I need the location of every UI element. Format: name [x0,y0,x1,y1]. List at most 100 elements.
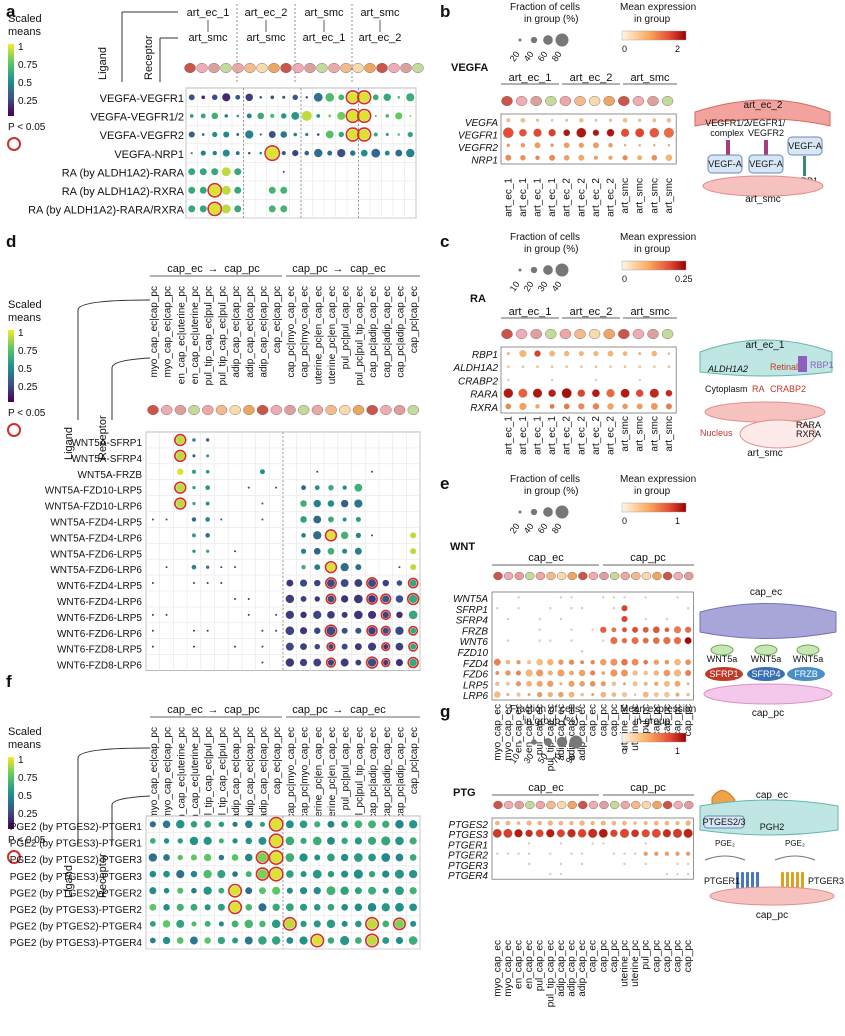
expression-bubble [568,691,575,698]
gene-label: PTGER3 [448,861,488,872]
interaction-dot [280,186,288,194]
legend-fraction-title: Fraction of cells [510,474,580,485]
interaction-dot [162,820,171,829]
target-cell-label: art_ec_1 [303,32,346,44]
interaction-dot [301,564,306,570]
column-label: cap_pc [683,940,694,972]
expression-bubble [526,820,532,826]
tissue-icon [352,405,365,415]
legend-scaled-title: means [8,312,42,324]
interaction-dot [176,435,185,445]
interaction-dot [325,92,335,102]
interaction-row-label: PGE2 (by PTGES3)-PTGER3 [10,872,143,883]
significance-ring [310,933,325,948]
expression-bubble [505,670,511,676]
column-label: art_ec_1 [518,178,529,217]
diagram-enzyme-label: PTGES2/3 [702,817,745,827]
interaction-dot [190,821,198,828]
interaction-dot [299,936,308,945]
column-label: cap_pc [651,704,662,736]
size-legend-dot [518,268,522,272]
receptor-stalk [726,140,730,158]
diagram-metabolite-label: PGH2 [760,822,785,832]
interaction-dot [234,566,237,569]
gene-label: WNT5A [453,594,488,605]
interaction-dot [338,131,344,138]
interaction-dot [394,919,404,929]
interaction-dot [220,582,223,585]
interaction-dot [382,937,390,944]
significance-ring [268,849,284,865]
interaction-dot [341,627,348,634]
colorbar-tick: 0.5 [18,364,32,375]
column-label: art_smc [620,178,631,214]
gene-label: FZD4 [463,659,488,670]
expression-bubble [676,872,679,876]
legend-scaled-title: Scaled [8,299,42,311]
column-label: cap_pc [651,940,662,972]
expression-bubble [593,155,598,160]
interaction-dot [176,483,185,492]
interaction-dot [300,516,307,523]
column-label: cap_ec|cap_pc [272,286,283,353]
group-label: cap_pc [630,782,666,794]
interaction-dot [410,548,417,555]
interaction-dot [245,837,253,845]
diagram-ligand-label: WNT5a [793,654,824,664]
tissue-icon [673,800,683,810]
expression-bubble [652,626,660,634]
interaction-dot [176,870,185,879]
tissue-icon [503,800,514,810]
column-label: cap_ec [588,704,599,736]
interaction-dot [410,532,417,539]
heat-colorbar [621,30,687,41]
gpcr-helix [736,872,739,890]
expression-bubble [563,403,570,410]
column-label: cap_pc [673,940,684,972]
column-label: adip_cap_ec [577,704,588,761]
group-label: cap_ec [528,552,564,564]
diagram-cell-label: cap_pc [756,910,788,921]
expression-bubble [521,365,525,369]
interaction-dot [371,470,374,473]
column-label: pul_pc|pul_tip_cap_ec [354,727,365,826]
interaction-dot [163,854,170,861]
expression-bubble [556,829,565,838]
expression-bubble [654,851,659,856]
interaction-dot [382,870,390,878]
gpcr-helix [791,872,794,890]
interaction-dot [231,920,239,928]
group-label: cap_ec [528,782,564,794]
expression-bubble [549,852,552,855]
interaction-dot [165,518,168,521]
expression-bubble [550,143,554,148]
expression-bubble [638,118,642,122]
interaction-dot [188,131,195,138]
interaction-dot [347,92,358,103]
interaction-dot [327,595,335,603]
interaction-dot [231,854,239,861]
diagram-cell-label: cap_ec [750,587,782,598]
gene-label: SFRP4 [456,616,489,627]
interaction-dot [300,548,307,554]
expression-bubble [673,626,682,634]
interaction-dot [368,627,376,635]
expression-bubble [644,862,647,866]
diagram-receptor-label: SFRP1 [709,669,738,679]
interaction-dot [272,903,280,911]
interaction-dot [230,902,241,913]
expression-bubble [578,669,586,677]
expression-bubble [520,117,526,123]
expression-bubble [506,681,510,686]
expression-bubble [598,828,608,838]
significance-ring [268,833,284,849]
expression-bubble [568,659,575,665]
expression-bubble [610,658,618,666]
expression-bubble [665,389,673,397]
interaction-row-label: PGE2 (by PTGES3)-PTGER4 [10,938,143,949]
column-label: art_ec_2 [606,178,617,217]
interaction-dot [285,658,295,667]
tissue-icon [515,96,528,106]
interaction-dot [232,838,238,844]
interaction-dot [373,132,378,137]
